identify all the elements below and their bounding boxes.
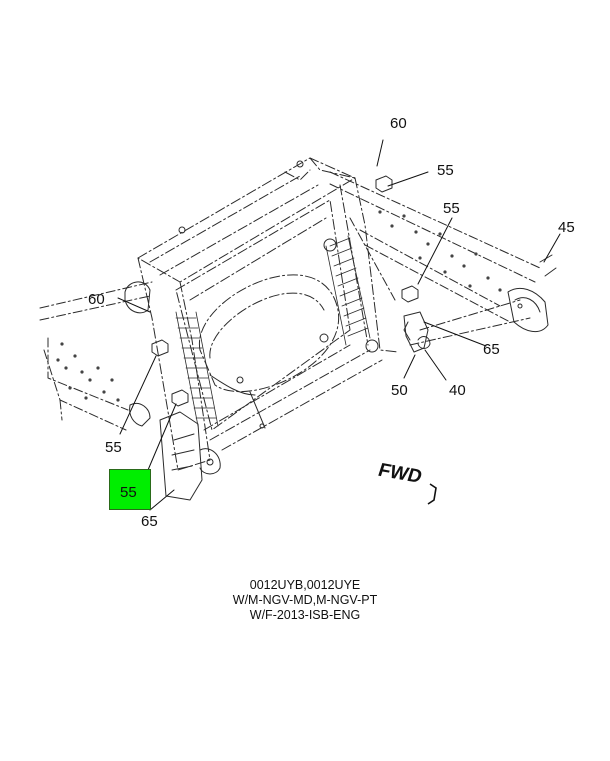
left-rail-holes [56, 342, 120, 402]
callout-55-right[interactable]: 55 [443, 200, 460, 217]
selected-part-hotspot-55[interactable]: 55 [109, 469, 151, 510]
applicability-caption: 0012UYB,0012UYE W/M-NGV-MD,M-NGV-PT W/F-… [0, 578, 610, 623]
leader-lines [117, 139, 561, 511]
callout-40[interactable]: 40 [449, 382, 466, 399]
callout-55-top[interactable]: 55 [437, 162, 454, 179]
right-rail-holes [378, 210, 502, 292]
callout-65-bottom[interactable]: 65 [141, 513, 158, 530]
right-frame-rail [329, 171, 541, 346]
callout-60-top[interactable]: 60 [390, 115, 407, 132]
callout-65-right[interactable]: 65 [483, 341, 500, 358]
radiator-core-left [175, 311, 219, 427]
forward-arrow-icon [427, 483, 437, 505]
caption-line-3: W/F-2013-ISB-ENG [249, 608, 361, 622]
isolator-pads [151, 175, 419, 407]
radiator-support-frame [137, 157, 399, 471]
lower-left-bracket [129, 403, 221, 501]
right-mount-bracket [403, 311, 431, 353]
caption-line-1: 0012UYB,0012UYE [249, 578, 361, 592]
callout-60-left[interactable]: 60 [88, 291, 105, 308]
callout-55-left[interactable]: 55 [105, 439, 122, 456]
left-frame-rail [39, 281, 153, 431]
caption-line-2: W/M-NGV-MD,M-NGV-PT [232, 593, 378, 607]
callout-45[interactable]: 45 [558, 219, 575, 236]
crossmember-tube [507, 254, 557, 333]
radiator-hoses [124, 160, 379, 429]
callout-55-selected: 55 [120, 484, 137, 501]
radiator-core-right [325, 235, 371, 346]
callout-50[interactable]: 50 [391, 382, 408, 399]
